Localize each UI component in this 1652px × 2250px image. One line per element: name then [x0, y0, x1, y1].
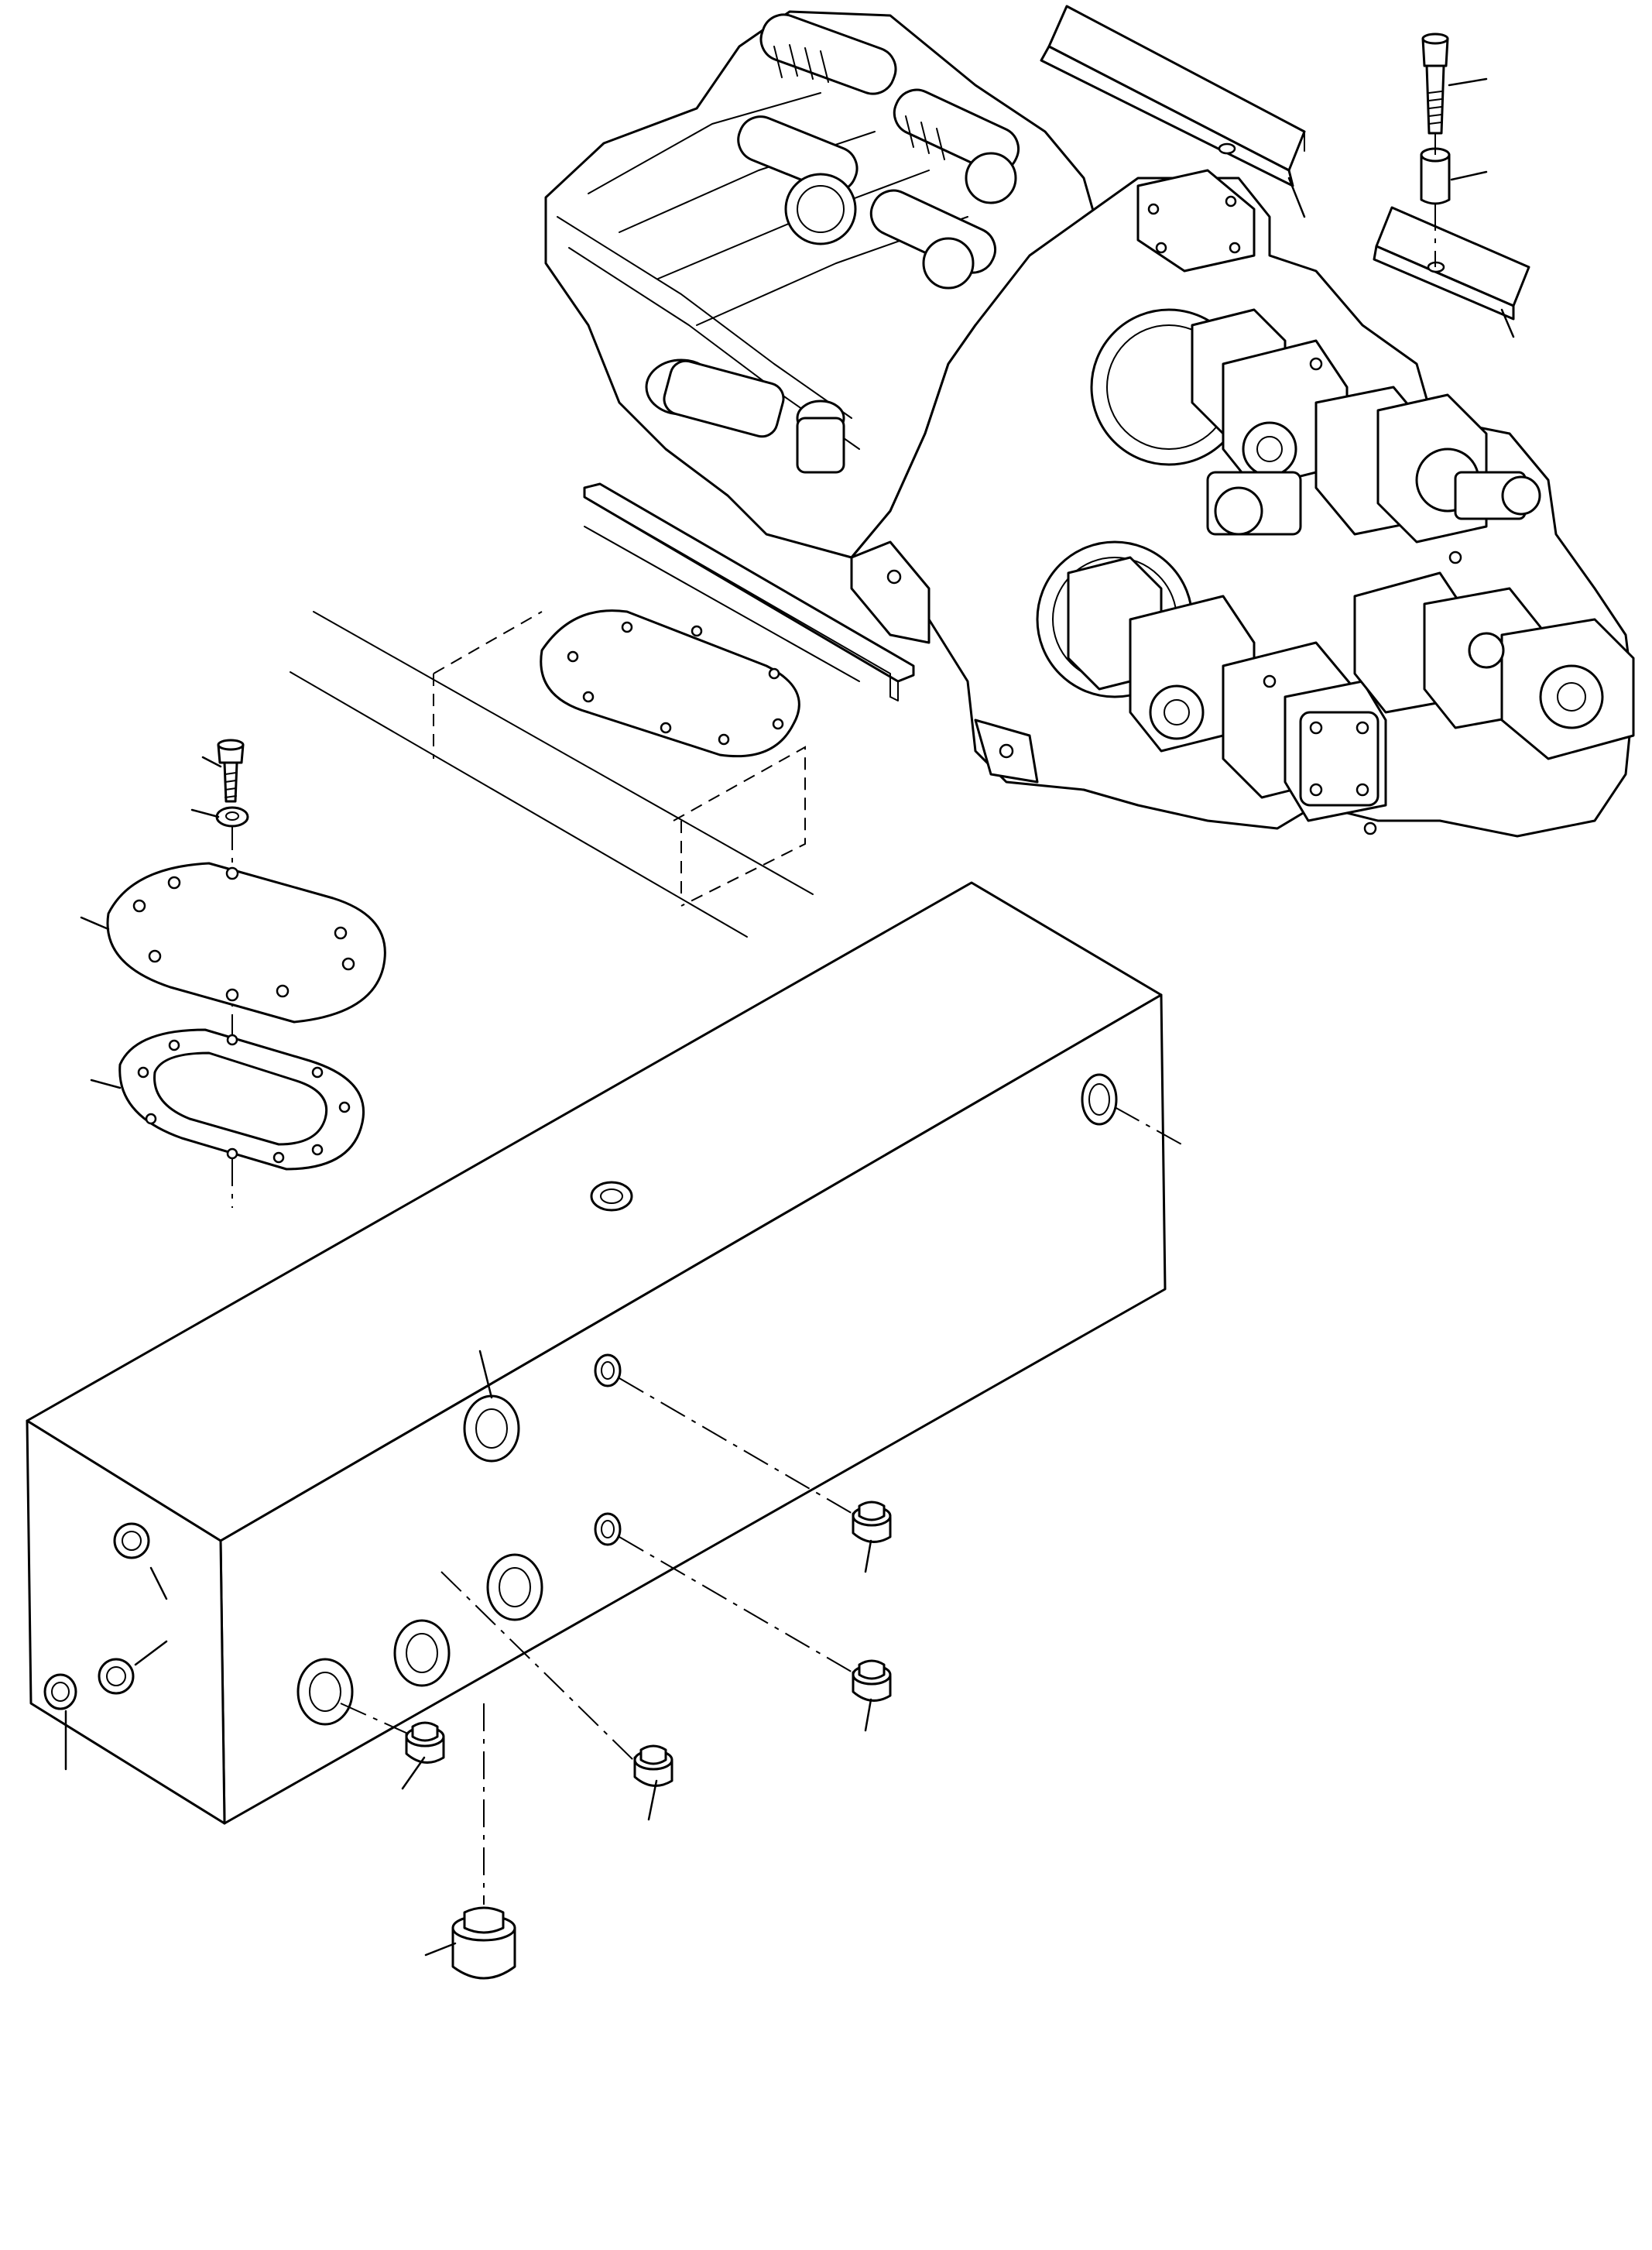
cover-gasket [118, 1028, 365, 1171]
tank-top-cover-plate [540, 609, 800, 758]
angle-bracket-right [1373, 206, 1530, 321]
hydraulic-pumps-upper [1191, 308, 1541, 544]
plug [405, 1721, 445, 1764]
washer [215, 806, 249, 828]
plug [633, 1744, 673, 1787]
angle-bracket-long [583, 482, 915, 701]
spacer [1420, 147, 1451, 205]
drain-plug [451, 1906, 516, 1980]
plug [852, 1501, 892, 1543]
angle-bracket-upper [1040, 5, 1306, 187]
plug [852, 1659, 892, 1702]
hydraulic-tank [26, 881, 1167, 1825]
bolt [1421, 33, 1449, 135]
tank-cover [106, 862, 386, 1024]
turbo-tubes [737, 13, 1020, 290]
hydraulic-pumps-lower [1067, 556, 1635, 822]
engine-pump-assembly [544, 10, 1635, 838]
mounting-bolt [217, 739, 245, 803]
